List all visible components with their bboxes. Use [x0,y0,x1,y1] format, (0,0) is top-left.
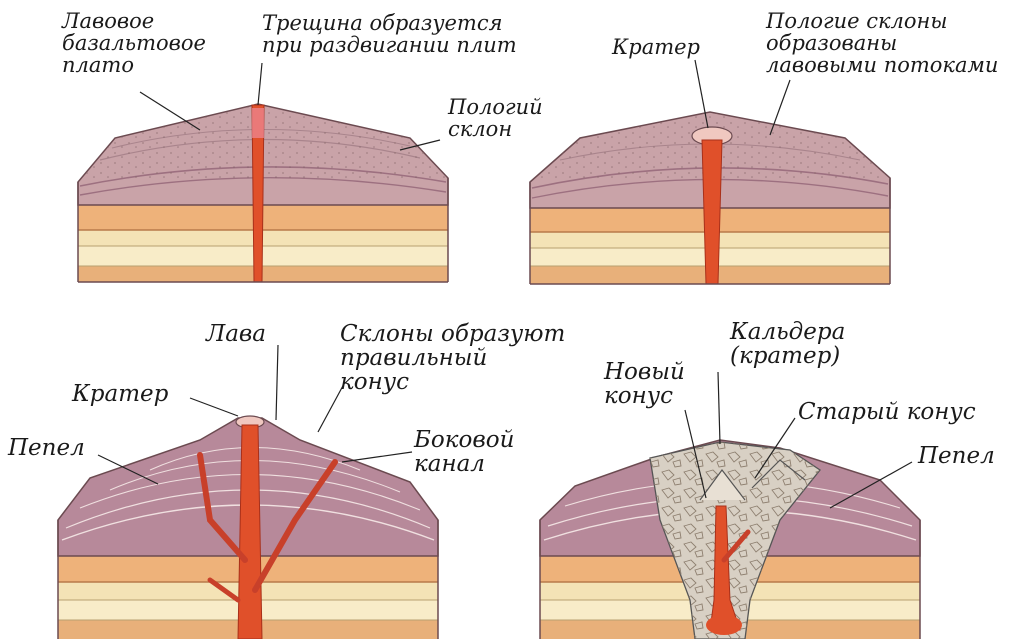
stratovolcano-block [58,416,438,639]
basalt-plateau-block [78,104,448,282]
leader-line [342,452,412,462]
label-side-channel: Боковой канал [414,428,514,476]
label-ash-caldera: Пепел [918,444,995,468]
label-caldera: Кальдера (кратер) [730,320,845,368]
label-old-cone: Старый конус [798,400,976,424]
label-regular-cone: Склоны образуют правильный конус [340,322,565,394]
leader-line [718,372,720,444]
label-new-cone: Новый конус [604,360,685,408]
caldera-block [540,440,920,639]
label-lava-plateau: Лавовое базальтовое плато [62,10,206,76]
leader-line [258,63,262,105]
label-crater-shield: Кратер [612,36,700,58]
leader-line [276,345,278,420]
label-gentle-slopes-lava: Пологие склоны образованы лавовыми поток… [766,10,998,76]
shield-volcano-block [530,112,890,284]
label-crater-strato: Кратер [72,382,168,406]
label-ash-strato: Пепел [8,436,85,460]
label-crack: Трещина образуется при раздвигании плит [262,12,517,56]
label-gentle-slope: Пологий склон [448,96,543,140]
label-lava: Лава [206,322,266,346]
leader-line [190,398,238,416]
